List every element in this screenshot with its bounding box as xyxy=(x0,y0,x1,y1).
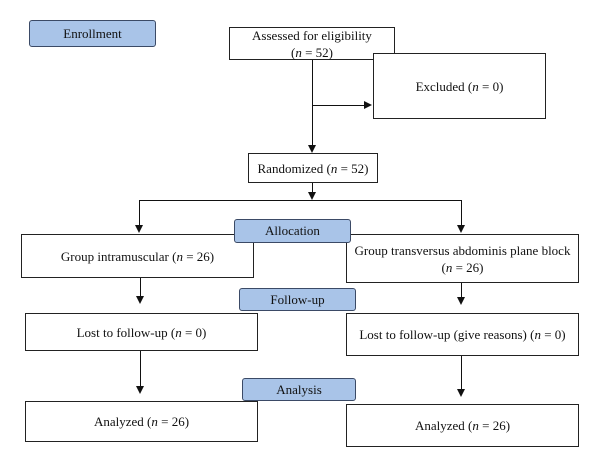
arrowhead-randomized xyxy=(308,145,316,153)
arrowhead-lost-im xyxy=(136,296,144,304)
analyzed-tap-text: Analyzed (n = 26) xyxy=(414,418,511,433)
enrollment-stage-text: Enrollment xyxy=(63,25,122,41)
group-intramuscular-box: Group intramuscular (n = 26) xyxy=(21,234,254,278)
analysis-stage-label: Analysis xyxy=(242,378,356,401)
arrowhead-excluded xyxy=(364,101,372,109)
arrowhead-analyzed-im xyxy=(136,386,144,394)
connector-group-im-lost xyxy=(140,278,141,296)
connector-split-horizontal xyxy=(139,200,462,201)
lost-to-follow-up-im-text: Lost to follow-up (n = 0) xyxy=(76,324,207,340)
connector-to-excluded xyxy=(312,105,365,106)
connector-split-left xyxy=(139,200,140,226)
arrowhead-group-tap xyxy=(457,225,465,233)
randomized-box: Randomized (n = 52) xyxy=(248,153,378,183)
lost-to-follow-up-tap-text: Lost to follow-up (give reasons) (n = 0) xyxy=(359,327,566,342)
lost-to-follow-up-im-box: Lost to follow-up (n = 0) xyxy=(25,313,258,351)
assessed-label: Assessed for eligibility xyxy=(252,27,372,43)
assessed-count: (n = 52) xyxy=(290,44,333,60)
allocation-stage-text: Allocation xyxy=(265,223,320,238)
group-intramuscular-text: Group intramuscular (n = 26) xyxy=(60,248,215,264)
connector-lost-tap-analyzed xyxy=(461,356,462,389)
connector-assessed-randomized xyxy=(312,60,313,146)
excluded-box: Excluded (n = 0) xyxy=(373,53,546,119)
assessed-box: Assessed for eligibility (n = 52) xyxy=(229,27,395,60)
analyzed-tap-box: Analyzed (n = 26) xyxy=(346,404,579,447)
follow-up-stage-text: Follow-up xyxy=(270,291,325,307)
enrollment-stage-label: Enrollment xyxy=(29,20,156,47)
arrowhead-analyzed-tap xyxy=(457,389,465,397)
group-tap-block-count: (n = 26) xyxy=(441,259,484,275)
arrowhead-split xyxy=(308,192,316,200)
connector-randomized-split xyxy=(312,183,313,193)
connector-split-right xyxy=(461,200,462,226)
analysis-stage-text: Analysis xyxy=(276,381,322,397)
follow-up-stage-label: Follow-up xyxy=(239,288,356,311)
group-tap-block-label: Group transversus abdominis plane block xyxy=(354,242,571,258)
connector-group-tap-lost xyxy=(461,283,462,298)
connector-lost-im-analyzed xyxy=(140,351,141,386)
analyzed-im-text: Analyzed (n = 26) xyxy=(93,414,190,429)
group-tap-block-box: Group transversus abdominis plane block … xyxy=(346,234,579,283)
allocation-stage-label: Allocation xyxy=(234,219,351,243)
analyzed-im-box: Analyzed (n = 26) xyxy=(25,401,258,442)
excluded-text: Excluded (n = 0) xyxy=(415,78,504,94)
randomized-text: Randomized (n = 52) xyxy=(257,160,369,176)
arrowhead-group-im xyxy=(135,225,143,233)
arrowhead-lost-tap xyxy=(457,297,465,305)
lost-to-follow-up-tap-box: Lost to follow-up (give reasons) (n = 0) xyxy=(346,313,579,356)
